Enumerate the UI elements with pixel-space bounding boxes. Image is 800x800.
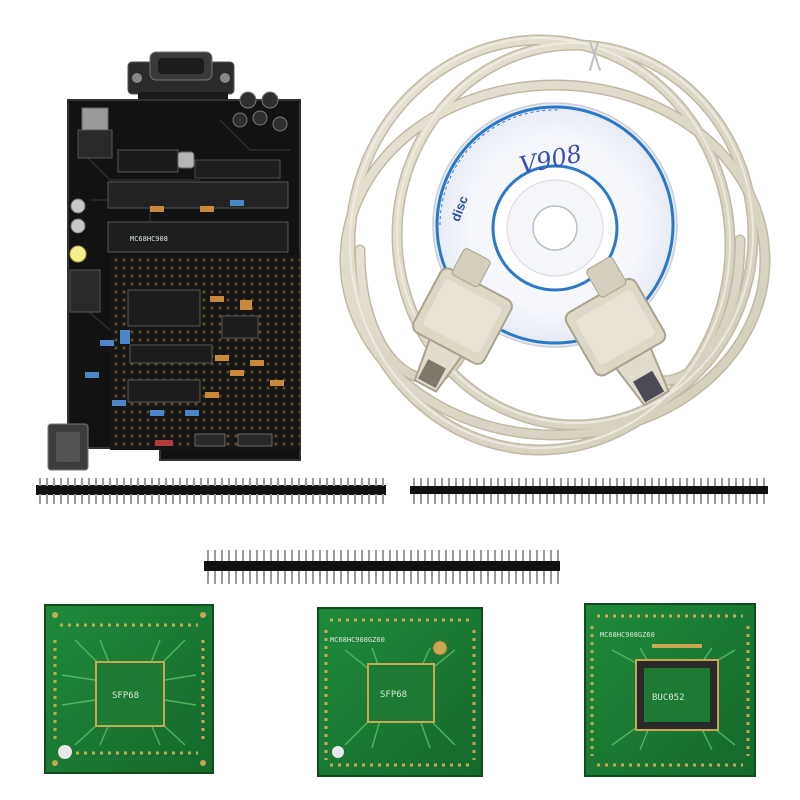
programmer-board: MC68HC908 bbox=[47, 51, 301, 471]
adapter-board-middle: MC68HC908GZ60 SFP68 bbox=[317, 607, 483, 777]
svg-text:MC68HC908GZ60: MC68HC908GZ60 bbox=[600, 631, 655, 639]
db9-connector-left bbox=[412, 248, 513, 393]
adapter-board-left: SFP68 bbox=[44, 604, 214, 774]
db9-connector-right bbox=[564, 256, 670, 407]
pin-header-strip-2 bbox=[410, 478, 768, 504]
adapter-board-right: MC68HC908GZ60 BUC052 bbox=[584, 603, 756, 777]
svg-text:SFP68: SFP68 bbox=[112, 691, 139, 701]
svg-text:SFP68: SFP68 bbox=[380, 690, 407, 700]
pin-header-strip-1 bbox=[36, 478, 386, 504]
svg-text:MC68HC908: MC68HC908 bbox=[130, 235, 168, 243]
svg-text:BUC052: BUC052 bbox=[652, 693, 685, 703]
pin-header-strip-3 bbox=[204, 550, 560, 584]
svg-text:MC68HC908GZ60: MC68HC908GZ60 bbox=[330, 636, 385, 644]
cd-disc: V908 disc bbox=[432, 102, 678, 348]
